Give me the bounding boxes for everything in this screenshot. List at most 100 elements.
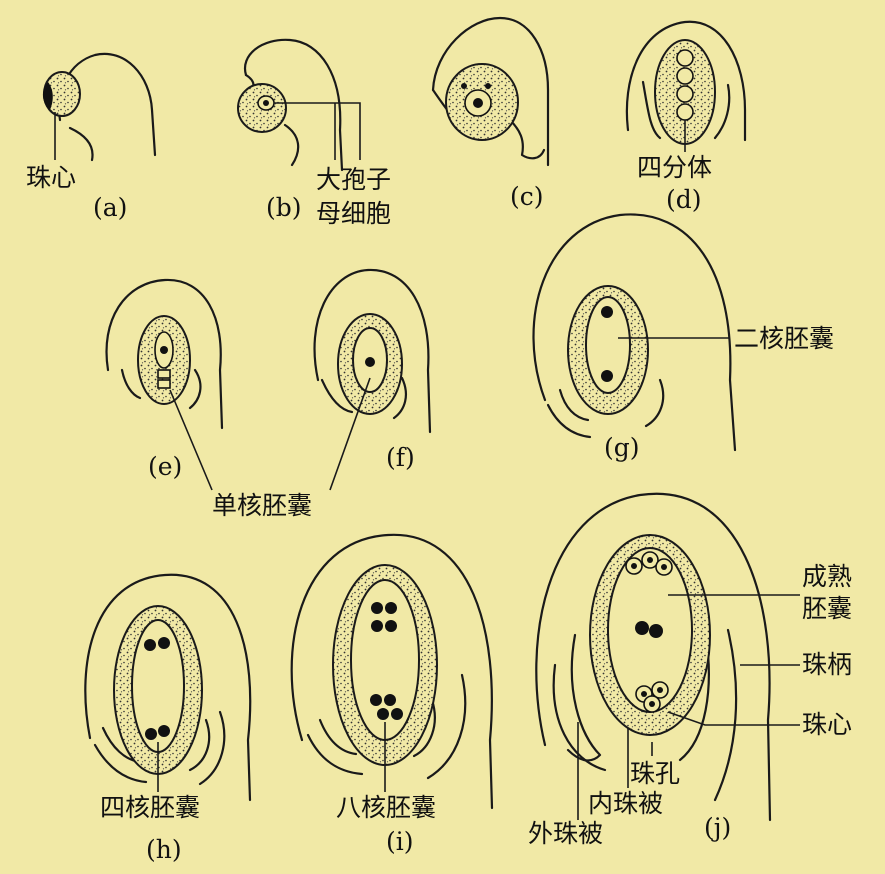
stage-e-nucleus bbox=[160, 346, 168, 354]
label-eight-nucleate-sac: 八核胚囊 bbox=[336, 793, 436, 822]
stage-j-antipodal-nucleus-2 bbox=[647, 557, 653, 563]
stage-i: 八核胚囊 (i) bbox=[290, 533, 494, 856]
label-mature-sac-line2: 胚囊 bbox=[802, 594, 852, 623]
stage-e: (e) bbox=[105, 278, 224, 481]
stage-e-integument-outline bbox=[105, 278, 224, 430]
stage-j-egg-nucleus bbox=[657, 687, 663, 693]
stage-j-integument-outline bbox=[535, 492, 772, 822]
stage-i-nucleus-6 bbox=[384, 694, 396, 706]
stage-b-inner-curve bbox=[283, 123, 300, 167]
stage-g: 二核胚囊 (g) bbox=[532, 213, 834, 462]
stage-i-right-inner bbox=[412, 698, 436, 758]
label-two-nucleate-sac: 二核胚囊 bbox=[734, 324, 834, 353]
stage-i-nucleus-5 bbox=[370, 694, 382, 706]
stage-i-integument-outline bbox=[290, 533, 494, 810]
label-mmc-line2: 母细胞 bbox=[316, 199, 391, 228]
stage-j-outer-integument bbox=[552, 663, 607, 772]
stage-f-nucleus bbox=[365, 357, 375, 367]
stage-j-polar-nucleus-2 bbox=[649, 624, 663, 638]
panel-letter-c: (c) bbox=[510, 182, 544, 211]
stage-g-embryo-sac bbox=[585, 296, 631, 394]
label-mmc-line1: 大孢子 bbox=[316, 165, 391, 194]
stage-d-spore-1 bbox=[676, 49, 694, 67]
stage-f-right-inner bbox=[392, 376, 407, 420]
stage-d-spore-3 bbox=[676, 85, 694, 103]
panel-letter-h: (h) bbox=[146, 835, 182, 864]
stage-i-nucleus-4 bbox=[385, 620, 397, 632]
stage-j-synergid-nucleus-1 bbox=[641, 691, 647, 697]
stage-h-embryo-sac bbox=[131, 619, 185, 753]
panel-letter-a: (a) bbox=[93, 193, 127, 222]
stage-h-nucleus-3 bbox=[145, 728, 157, 740]
stage-f-left-inner bbox=[320, 378, 354, 414]
label-micropyle: 珠孔 bbox=[630, 759, 680, 788]
uninucleate-leader-f bbox=[329, 377, 371, 491]
panel-letter-i: (i) bbox=[386, 827, 414, 856]
stage-i-nucleus-8 bbox=[391, 708, 403, 720]
stage-h-left-outer bbox=[93, 743, 148, 784]
stage-g-right-inner bbox=[644, 378, 665, 428]
stage-i-nucleus-1 bbox=[371, 602, 383, 614]
stage-f-integument-outline bbox=[313, 268, 432, 434]
uninucleate-leader-e bbox=[169, 389, 213, 491]
stage-e-right-inner bbox=[188, 368, 202, 410]
stage-c-nucleus bbox=[473, 98, 483, 108]
label-outer-integument: 外珠被 bbox=[528, 819, 603, 848]
stage-c-integument-outline bbox=[431, 16, 550, 167]
panel-letter-f: (f) bbox=[386, 443, 415, 472]
stage-g-integument-outline bbox=[532, 213, 737, 452]
stage-b-nucleus bbox=[263, 100, 269, 106]
stage-h-right-inner bbox=[188, 718, 211, 772]
panel-letter-d: (d) bbox=[666, 185, 702, 214]
stage-g-left-outer bbox=[546, 403, 592, 439]
stage-e-degenerate-2 bbox=[157, 379, 171, 389]
stage-c-small-nucleus-2 bbox=[485, 83, 491, 89]
stage-j-polar-nucleus-1 bbox=[635, 621, 649, 635]
panel-letter-e: (e) bbox=[148, 452, 182, 481]
stage-i-right-outer bbox=[426, 673, 467, 780]
stage-h-right-outer bbox=[198, 710, 226, 786]
stage-i-nucleus-7 bbox=[377, 708, 389, 720]
stage-d-spore-2 bbox=[676, 67, 694, 85]
stage-h-nucleus-1 bbox=[144, 639, 156, 651]
label-tetrad: 四分体 bbox=[637, 153, 712, 182]
stage-d-spore-4 bbox=[676, 103, 694, 121]
label-nucellus-a: 珠心 bbox=[26, 163, 76, 192]
label-mature-sac-line1: 成熟 bbox=[802, 562, 852, 591]
stage-i-left-outer bbox=[306, 733, 364, 776]
stage-c-right-integument bbox=[508, 118, 546, 160]
label-four-nucleate-sac: 四核胚囊 bbox=[100, 793, 200, 822]
stage-b-integument-outline bbox=[243, 38, 344, 172]
stage-b: 大孢子 母细胞 (b) bbox=[237, 38, 391, 228]
stage-h-integument-outline bbox=[84, 573, 252, 802]
stage-e-degenerate-1 bbox=[157, 369, 171, 379]
stage-b-leader bbox=[274, 102, 361, 160]
stage-g-left-inner bbox=[558, 388, 590, 422]
stage-j: 成熟 胚囊 珠柄 珠心 珠孔 内珠被 外珠被 (j) bbox=[528, 492, 852, 848]
stage-d-integument-outline bbox=[625, 20, 747, 142]
stage-c: (c) bbox=[431, 16, 550, 211]
leader-nucellus-j bbox=[667, 711, 800, 726]
uninucleate-leaders: 单核胚囊 bbox=[169, 377, 371, 520]
stage-g-nucleus-bottom bbox=[601, 370, 613, 382]
stage-j-inner-integument bbox=[566, 633, 602, 762]
stage-e-left-inner bbox=[120, 368, 142, 400]
stage-g-nucleus-top bbox=[601, 306, 613, 318]
stage-i-nucleus-3 bbox=[371, 620, 383, 632]
stage-h-nucleus-2 bbox=[158, 637, 170, 649]
panel-letter-j: (j) bbox=[704, 813, 731, 842]
label-uninucleate-sac: 单核胚囊 bbox=[212, 491, 312, 520]
stage-j-antipodal-nucleus-3 bbox=[661, 564, 667, 570]
stage-i-left-inner bbox=[318, 718, 358, 756]
stage-j-antipodal-nucleus-1 bbox=[631, 563, 637, 569]
stage-a-dark-cell bbox=[42, 82, 53, 110]
stage-h-nucleus-4 bbox=[158, 725, 170, 737]
stage-a: 珠心 (a) bbox=[26, 52, 157, 222]
stage-h: 四核胚囊 (h) bbox=[84, 573, 252, 864]
stage-d: 四分体 (d) bbox=[625, 20, 747, 214]
stage-d-right-inner bbox=[713, 83, 731, 140]
stage-j-funiculus-line bbox=[713, 628, 738, 802]
stage-j-synergid-nucleus-2 bbox=[649, 701, 655, 707]
